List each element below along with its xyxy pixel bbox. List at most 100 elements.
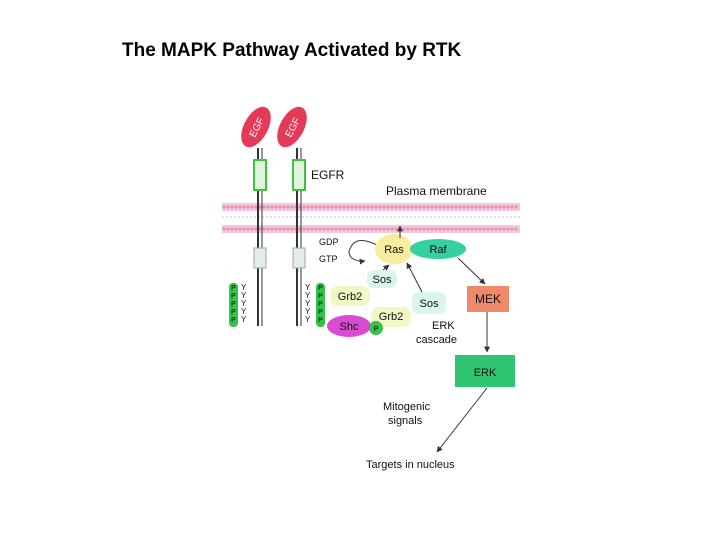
lipid-head: [362, 205, 366, 209]
svg-text:Y: Y: [305, 283, 311, 292]
svg-text:Y: Y: [305, 315, 311, 324]
lipid-head: [498, 205, 502, 209]
lipid-head: [230, 205, 234, 209]
lipid-head: [442, 227, 446, 231]
lipid-head: [450, 205, 454, 209]
lipid-head: [282, 205, 286, 209]
raf-to-mek-arrow: [457, 257, 486, 285]
lipid-head: [306, 227, 310, 231]
lipid-head: [314, 205, 318, 209]
lipid-head: [470, 227, 474, 231]
shc-protein: Shc P: [327, 315, 383, 337]
lipid-head: [230, 227, 234, 231]
lipid-head: [458, 205, 462, 209]
lipid-head: [506, 227, 510, 231]
lipid-head: [426, 205, 430, 209]
lipid-head: [266, 205, 270, 209]
lipid-head: [306, 205, 310, 209]
svg-text:Y: Y: [305, 299, 311, 308]
lipid-head: [378, 205, 382, 209]
lipid-head: [386, 205, 390, 209]
lipid-head: [302, 227, 306, 231]
left-phosphotyrosines: P P P P P Y Y Y Y Y: [229, 283, 247, 327]
lipid-head: [330, 205, 334, 209]
svg-text:Y: Y: [305, 307, 311, 316]
svg-text:P: P: [318, 285, 323, 292]
lipid-head: [370, 205, 374, 209]
lipid-head: [246, 205, 250, 209]
lipid-head: [318, 227, 322, 231]
lipid-head: [502, 227, 506, 231]
svg-text:P: P: [318, 317, 323, 324]
grb2-left: Grb2: [330, 286, 370, 306]
sos-right: Sos: [412, 292, 446, 314]
lipid-head: [390, 227, 394, 231]
lipid-head: [346, 227, 350, 231]
lipid-head: [458, 227, 462, 231]
lipid-head: [466, 227, 470, 231]
erk-box: ERK: [455, 355, 515, 387]
sos-right-label: Sos: [420, 298, 439, 310]
svg-text:Y: Y: [241, 283, 247, 292]
lipid-head: [282, 227, 286, 231]
lipid-head: [326, 227, 330, 231]
ras-label: Ras: [384, 244, 404, 256]
svg-text:Y: Y: [241, 315, 247, 324]
lipid-head: [386, 227, 390, 231]
grb2-right: Grb2: [371, 307, 411, 327]
mitogenic-line2: signals: [388, 415, 423, 427]
gdp-label: GDP: [319, 237, 339, 247]
lipid-head: [262, 205, 266, 209]
lipid-head: [366, 227, 370, 231]
lipid-head: [438, 205, 442, 209]
lipid-head: [374, 205, 378, 209]
lipid-head: [270, 227, 274, 231]
svg-text:Y: Y: [305, 291, 311, 300]
lipid-head: [382, 205, 386, 209]
lipid-head: [438, 227, 442, 231]
plasma-membrane: [222, 203, 520, 233]
targets-in-nucleus: Targets in nucleus: [366, 459, 455, 471]
lipid-head: [434, 227, 438, 231]
lipid-head: [426, 227, 430, 231]
lipid-head: [222, 205, 226, 209]
lipid-head: [250, 227, 254, 231]
lipid-head: [462, 205, 466, 209]
right-phosphotyrosines: Y Y Y Y Y P P P P P: [305, 283, 325, 327]
receptor-right: [292, 148, 306, 326]
raf-protein: Raf: [410, 239, 466, 259]
lipid-head: [330, 227, 334, 231]
svg-text:P: P: [318, 309, 323, 316]
lipid-head: [278, 205, 282, 209]
lipid-head: [302, 205, 306, 209]
lipid-head: [314, 227, 318, 231]
lipid-head: [290, 205, 294, 209]
lipid-head: [310, 227, 314, 231]
lipid-head: [222, 227, 226, 231]
receptor-left: [253, 148, 267, 326]
lipid-head: [338, 227, 342, 231]
lipid-head: [358, 227, 362, 231]
shc-phospho-label: P: [374, 326, 379, 333]
lipid-head: [290, 227, 294, 231]
erk-to-nucleus-arrow: [436, 387, 488, 453]
lipid-head: [406, 227, 410, 231]
lipid-head: [262, 227, 266, 231]
lipid-head: [254, 227, 258, 231]
svg-text:P: P: [318, 301, 323, 308]
lipid-head: [510, 227, 514, 231]
lipid-head: [354, 205, 358, 209]
lipid-head: [258, 227, 262, 231]
egf-left: EGF: [241, 106, 271, 148]
lipid-head: [310, 205, 314, 209]
lipid-head: [250, 205, 254, 209]
lipid-head: [410, 205, 414, 209]
lipid-head: [474, 205, 478, 209]
gtp-label: GTP: [319, 254, 338, 264]
lipid-head: [414, 205, 418, 209]
lipid-head: [354, 227, 358, 231]
lipid-head: [446, 205, 450, 209]
lipid-head: [470, 205, 474, 209]
lipid-head: [430, 227, 434, 231]
lipid-head: [482, 227, 486, 231]
